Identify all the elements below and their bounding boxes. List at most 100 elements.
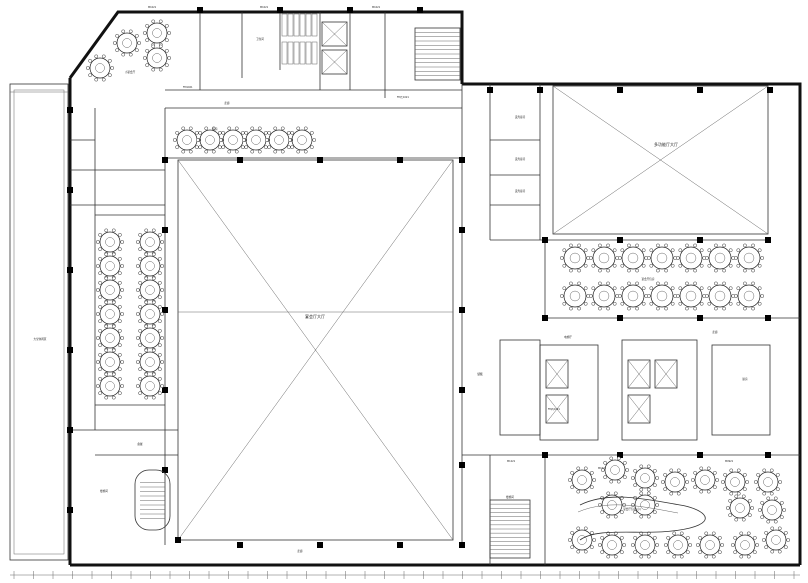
- chair: [591, 263, 596, 268]
- chair: [135, 240, 140, 244]
- chair: [693, 281, 697, 286]
- table-top: [199, 129, 221, 151]
- round-table: [720, 468, 750, 496]
- chair: [600, 510, 604, 515]
- chair: [310, 145, 314, 150]
- chair: [720, 480, 725, 484]
- chair: [158, 352, 162, 357]
- door-tag: FM乙1021: [397, 95, 409, 99]
- round-table: [757, 496, 787, 524]
- chair: [776, 487, 780, 492]
- chair: [635, 306, 639, 311]
- chair: [695, 543, 700, 547]
- chair: [120, 288, 125, 292]
- chair: [111, 300, 116, 305]
- round-table: [704, 243, 736, 273]
- chair: [743, 281, 747, 286]
- chair: [736, 491, 741, 496]
- chair: [135, 336, 140, 340]
- chair: [685, 306, 689, 311]
- column: [697, 237, 703, 243]
- kitchen-label: 厨房: [742, 377, 748, 381]
- table-top: [634, 467, 656, 489]
- chair: [639, 491, 644, 496]
- lazy-susan: [714, 290, 726, 302]
- chair: [257, 126, 262, 131]
- column: [767, 87, 773, 93]
- chair: [303, 149, 308, 154]
- lazy-susan: [152, 28, 162, 38]
- chair: [760, 294, 765, 298]
- structural-columns: [67, 7, 773, 548]
- office-2-label: 贵宾接待: [515, 157, 526, 161]
- toilet-stall: [305, 13, 312, 37]
- chair: [118, 328, 122, 333]
- chair: [167, 56, 172, 60]
- round-table: [695, 531, 725, 559]
- lazy-susan: [640, 500, 650, 510]
- chair: [777, 526, 782, 531]
- chair: [160, 240, 165, 244]
- chair: [234, 149, 239, 154]
- chair: [630, 476, 635, 480]
- chair: [711, 554, 716, 559]
- chair: [751, 281, 755, 286]
- lazy-susan: [205, 135, 215, 145]
- chair: [635, 268, 639, 273]
- chair: [151, 252, 156, 257]
- chair: [623, 460, 627, 465]
- chair: [138, 367, 142, 372]
- chair: [728, 301, 733, 306]
- elevator-x: [627, 359, 651, 389]
- chair: [110, 66, 115, 70]
- round-table: [630, 531, 660, 559]
- table-top: [765, 529, 787, 551]
- chair: [111, 395, 116, 400]
- elevator-shaft: [654, 359, 678, 389]
- chair: [760, 515, 764, 520]
- chair: [570, 545, 574, 550]
- chair: [160, 336, 165, 340]
- chair: [144, 395, 149, 400]
- lazy-susan: [670, 477, 680, 487]
- chair: [104, 372, 109, 377]
- table-top: [99, 327, 121, 349]
- lazy-susan: [274, 135, 284, 145]
- column: [397, 542, 403, 548]
- chair: [577, 268, 581, 273]
- chair: [264, 145, 268, 150]
- chair: [144, 300, 149, 305]
- chair: [676, 491, 681, 496]
- chair: [101, 77, 106, 82]
- chair: [664, 243, 668, 248]
- chair: [88, 58, 92, 63]
- chair: [633, 483, 637, 488]
- chair: [562, 286, 567, 291]
- chair: [751, 306, 755, 311]
- chair: [739, 554, 744, 559]
- chair: [670, 263, 675, 268]
- round-table: [617, 281, 649, 311]
- round-table: [559, 281, 591, 311]
- chair: [646, 487, 651, 492]
- chair: [734, 494, 739, 499]
- chair: [704, 256, 709, 260]
- elevator-x: [321, 21, 348, 47]
- chair: [588, 256, 593, 260]
- toilet-stall: [299, 13, 306, 37]
- chair: [98, 391, 102, 396]
- column: [765, 237, 771, 243]
- chair: [707, 263, 712, 268]
- chair: [118, 367, 122, 372]
- chair: [685, 281, 689, 286]
- column: [67, 107, 73, 113]
- table-top: [621, 284, 645, 308]
- chair: [656, 306, 660, 311]
- chair: [290, 145, 294, 150]
- table-top: [729, 497, 751, 519]
- chair: [756, 487, 760, 492]
- chair: [736, 468, 741, 473]
- elevator-label: 电梯厅: [564, 335, 572, 339]
- chair: [128, 52, 133, 57]
- chair: [198, 130, 202, 135]
